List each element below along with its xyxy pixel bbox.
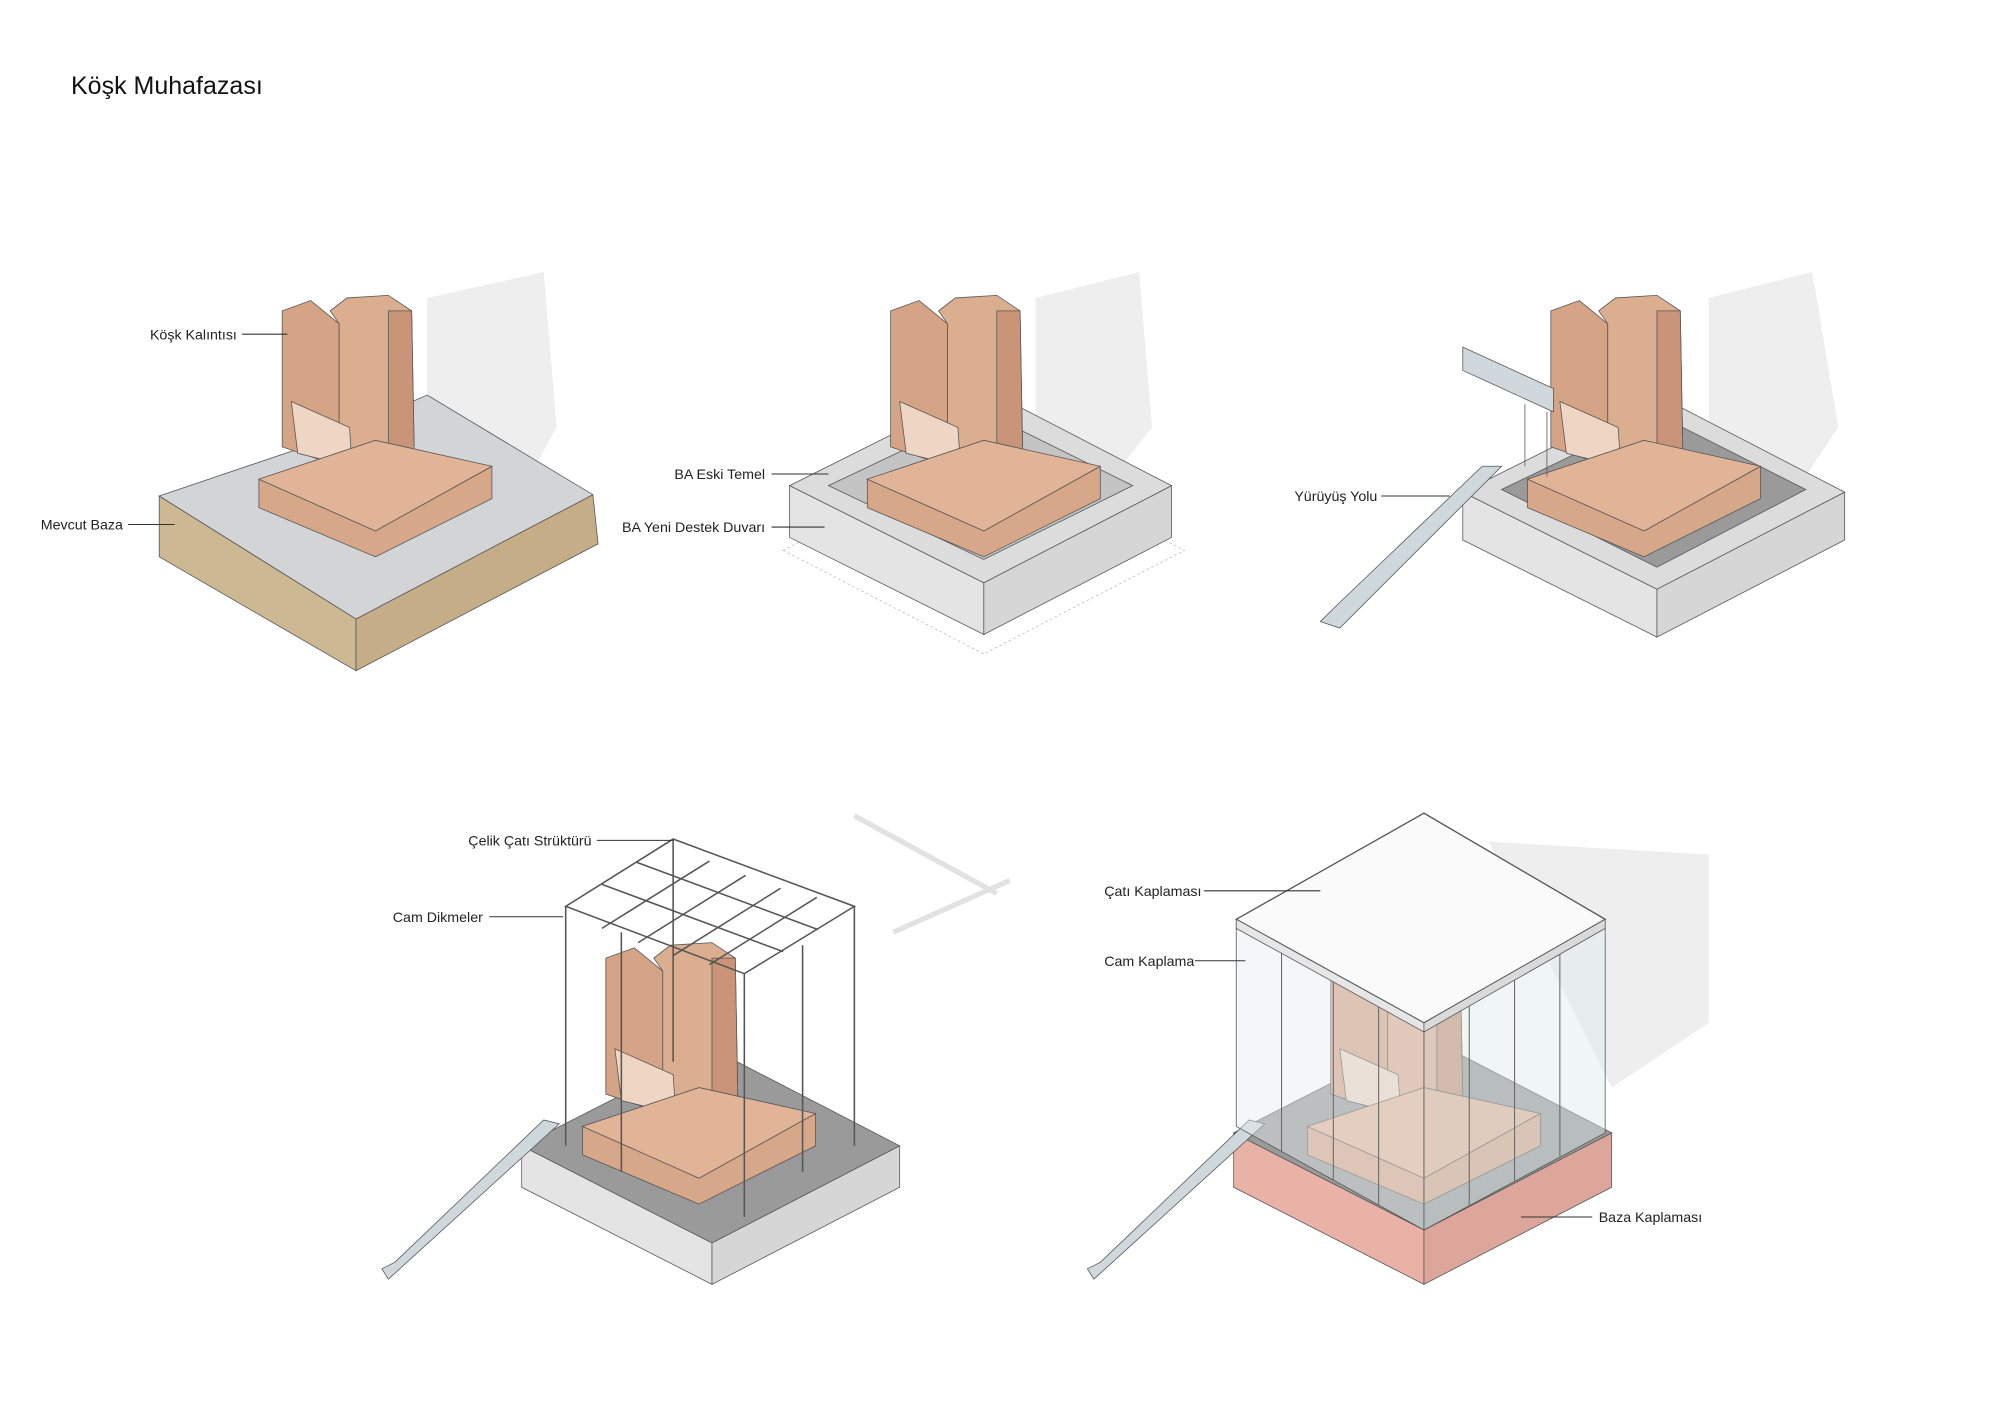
label-mevcut-baza: Mevcut Baza [41,518,123,534]
label-kosk-kalintisi: Köşk Kalıntısı [150,327,237,343]
label-celik-cati-strukturu: Çelik Çatı Strüktürü [468,834,591,850]
label-cam-dikmeler: Cam Dikmeler [393,910,483,926]
diagram-walkway [1319,272,1846,638]
diagram-enclosure [1086,812,1709,1285]
diagram-steel-roof-structure [381,813,1011,1285]
label-cati-kaplamasi: Çatı Kaplaması [1104,884,1201,900]
diagram-foundation [782,272,1186,655]
label-ba-eski-temel: BA Eski Temel [674,467,765,483]
page-title: Köşk Muhafazası [71,72,263,100]
label-yuruyus-yolu: Yürüyüş Yolu [1294,489,1377,505]
label-baza-kaplamasi: Baza Kaplaması [1599,1210,1703,1226]
label-cam-kaplama: Cam Kaplama [1104,954,1194,970]
label-ba-yeni-destek-duvari: BA Yeni Destek Duvarı [622,520,765,536]
diagram-existing-base [158,272,599,672]
